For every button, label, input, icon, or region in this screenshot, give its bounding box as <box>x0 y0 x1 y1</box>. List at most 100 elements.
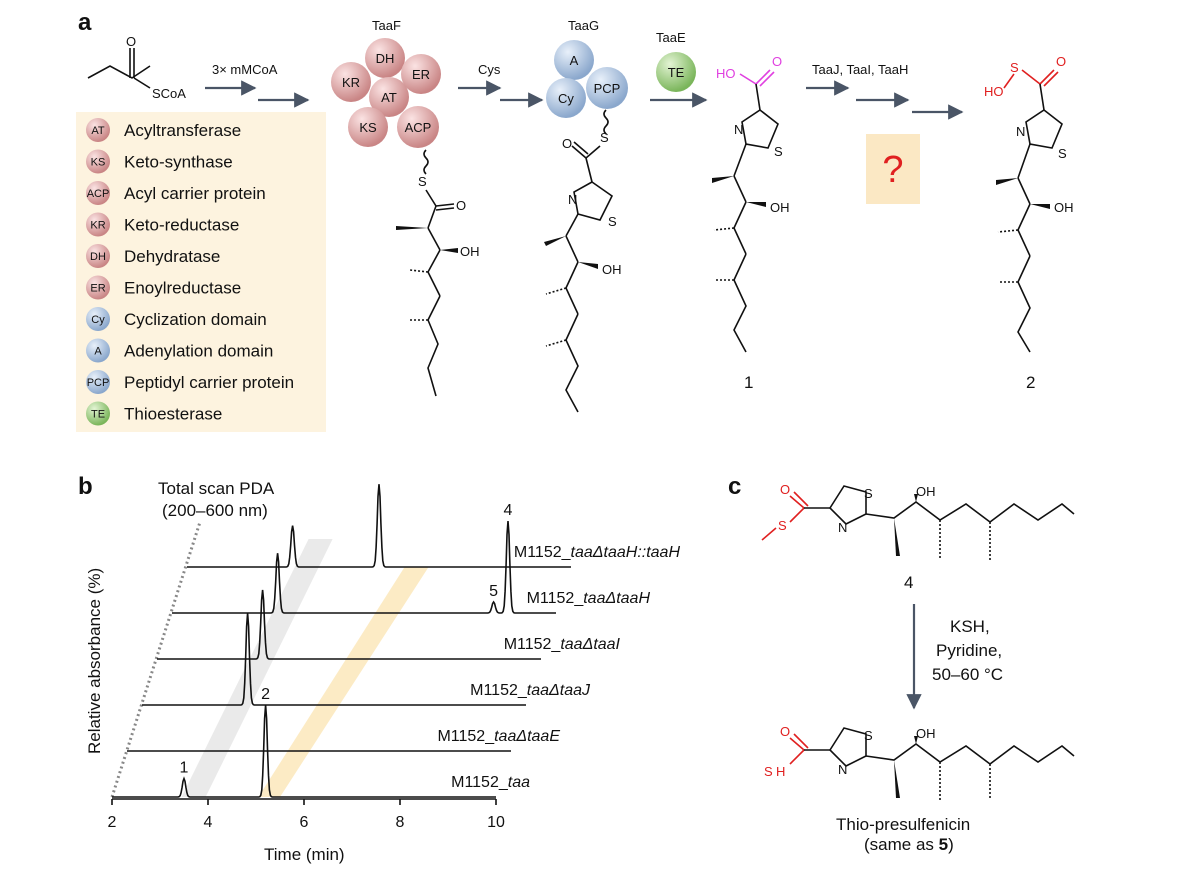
legend-abbr-cy: Cy <box>91 314 105 326</box>
scoa-label: SCoA <box>152 86 186 101</box>
svg-text:S: S <box>864 728 873 743</box>
panel-b-label: b <box>78 473 93 500</box>
taaf-ks-domain <box>348 107 388 147</box>
legend-swatch-cy <box>86 307 110 331</box>
series-label-0: M1152_taa <box>451 774 530 791</box>
x-tick-label-10: 10 <box>487 814 505 831</box>
reagent-temperature: 50–60 °C <box>932 665 1003 684</box>
svg-text:N: N <box>838 520 847 535</box>
reagent-mmcoa: 3× mMCoA <box>212 62 278 77</box>
peak-label-5: 5 <box>489 583 498 600</box>
x-tick-label-8: 8 <box>396 814 405 831</box>
svg-text:HO: HO <box>984 84 1004 99</box>
series-label-1: M1152_taaΔtaaE <box>437 728 560 745</box>
taae-te-domain <box>656 52 696 92</box>
svg-text:OH: OH <box>916 484 936 499</box>
svg-text:S: S <box>418 174 427 189</box>
taag-name: TaaG <box>568 18 599 33</box>
svg-text:O: O <box>126 34 136 49</box>
legend-swatch-er <box>86 275 110 300</box>
panel-c-label: c <box>728 473 741 500</box>
product-note: (same as 5) <box>864 835 954 854</box>
trace-m1152-taa <box>112 704 496 798</box>
legend-swatch-ks <box>86 149 110 174</box>
svg-text:O: O <box>1056 54 1066 69</box>
peak-label-4: 4 <box>504 502 513 519</box>
svg-text:O: O <box>562 136 572 151</box>
svg-text:S: S <box>608 214 617 229</box>
taaf-at-domain <box>369 77 409 117</box>
legend-abbr-a: A <box>94 346 102 358</box>
series-label-4: M1152_taaΔtaaH <box>527 590 651 607</box>
compound-1-structure: HO O N S OH <box>712 54 790 353</box>
trace-m1152-taa-taai <box>157 589 541 660</box>
trace-m1152-taa-taaj <box>142 612 526 706</box>
x-axis-label: Time (min) <box>264 845 345 864</box>
compound-2-structure: HO S O N S OH <box>984 54 1074 353</box>
taae-te-label: TE <box>668 65 685 80</box>
taag-cy-domain <box>546 78 586 118</box>
legend-label-kr: Keto-reductase <box>124 216 239 235</box>
peak-label-2: 2 <box>261 686 270 703</box>
legend-swatch-a <box>86 338 110 363</box>
panel-a-label: a <box>78 9 92 36</box>
svg-text:OH: OH <box>602 262 622 277</box>
svg-text:DH: DH <box>376 51 395 66</box>
legend-swatch-kr <box>86 212 110 237</box>
trace-m1152-taa-taah <box>172 520 556 614</box>
svg-text:PCP: PCP <box>594 81 621 96</box>
series-label-5: M1152_taaΔtaaH::taaH <box>514 544 681 561</box>
svg-text:AT: AT <box>381 90 397 105</box>
compound-2-label: 2 <box>1026 373 1035 392</box>
svg-text:O: O <box>780 724 790 739</box>
legend-swatch-pcp <box>86 370 110 394</box>
svg-text:OH: OH <box>770 200 790 215</box>
series-label-3: M1152_taaΔtaaI <box>504 636 621 653</box>
chart-title: Total scan PDA <box>158 479 275 498</box>
product-name: Thio-presulfenicin <box>836 815 970 834</box>
svg-text:OH: OH <box>916 726 936 741</box>
svg-text:S: S <box>1010 60 1019 75</box>
legend-abbr-dh: DH <box>90 251 106 263</box>
legend-swatch-at <box>86 118 110 142</box>
svg-text:A: A <box>570 53 579 68</box>
x-tick-label-6: 6 <box>300 814 309 831</box>
sh-label-s: S <box>764 764 773 779</box>
svg-text:N: N <box>568 192 577 207</box>
legend-abbr-kr: KR <box>90 220 105 232</box>
propionyl-coa-structure: O SCoA <box>87 34 186 101</box>
legend-label-pcp: Peptidyl carrier protein <box>124 373 294 392</box>
x-tick-label-4: 4 <box>204 814 213 831</box>
taag-a-domain <box>554 40 594 80</box>
legend-abbr-acp: ACP <box>87 188 110 200</box>
peak-label-1: 1 <box>180 760 189 777</box>
legend-label-at: Acyltransferase <box>124 121 241 140</box>
taag-intermediate-structure: S O N S OH <box>544 109 622 413</box>
legend-label-dh: Dehydratase <box>124 247 220 266</box>
legend-swatch-dh <box>86 244 110 268</box>
svg-text:N: N <box>1016 124 1025 139</box>
taag-pcp-domain <box>586 67 628 109</box>
trace-m1152-taa-taah-taah <box>187 484 571 568</box>
chart-subtitle: (200–600 nm) <box>162 501 268 520</box>
svg-text:ACP: ACP <box>405 120 432 135</box>
question-mark: ? <box>882 149 903 191</box>
series-label-2: M1152_taaΔtaaJ <box>470 682 591 699</box>
svg-text:O: O <box>456 198 466 213</box>
legend-abbr-er: ER <box>90 283 105 295</box>
legend-abbr-te: TE <box>91 409 105 421</box>
svg-text:S: S <box>600 130 609 145</box>
svg-text:OH: OH <box>460 244 480 259</box>
legend-abbr-at: AT <box>91 125 105 137</box>
thio-presulfenicin-structure: S H O N S OH <box>764 724 1075 800</box>
reagent-ksh: KSH, <box>950 617 990 636</box>
legend-label-a: Adenylation domain <box>124 342 273 361</box>
compound-4-label: 4 <box>904 573 913 592</box>
svg-text:ER: ER <box>412 67 430 82</box>
unknown-step-box <box>866 134 920 204</box>
taaf-name: TaaF <box>372 18 401 33</box>
svg-text:HO: HO <box>716 66 736 81</box>
taaf-dh-domain <box>365 38 405 78</box>
